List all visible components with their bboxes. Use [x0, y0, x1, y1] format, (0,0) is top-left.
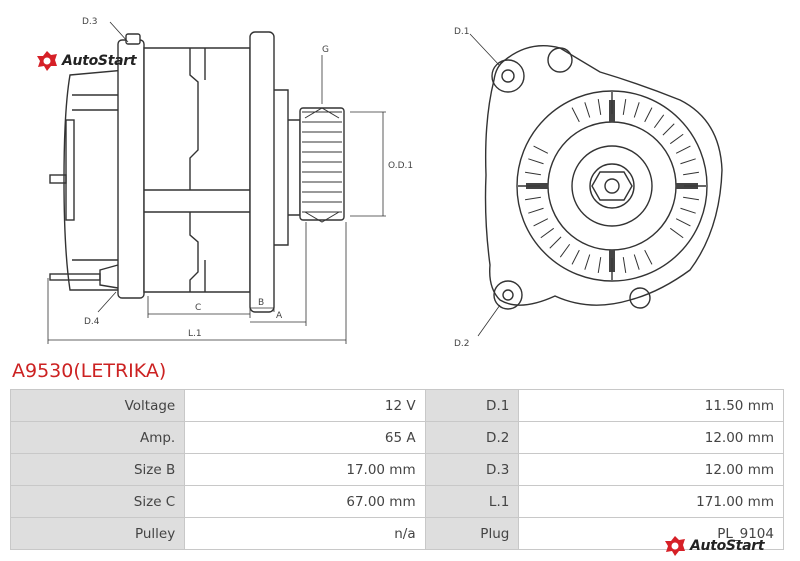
- front-view: [484, 45, 723, 310]
- label-d4: D.4: [84, 317, 100, 327]
- label-l1: L.1: [188, 329, 202, 339]
- label-od1: O.D.1: [388, 161, 413, 171]
- cooling-slot: [533, 218, 549, 227]
- table-row: Amp. 65 A D.2 12.00 mm: [9, 421, 784, 454]
- spec-value: 12.00 mm: [518, 421, 784, 454]
- cooling-slot: [525, 171, 541, 176]
- cooling-slot: [669, 133, 684, 145]
- cooling-slots: [524, 98, 700, 274]
- spec-value: 65 A: [184, 421, 426, 454]
- spec-label: Voltage: [9, 389, 186, 422]
- brand-logo-text: AutoStart: [690, 538, 765, 554]
- cooling-slot: [662, 123, 675, 136]
- brand-logo-text: AutoStart: [62, 53, 137, 69]
- cooling-slot: [584, 102, 591, 118]
- spec-label: Amp.: [9, 421, 186, 454]
- cooling-slot: [533, 145, 549, 154]
- spec-value: 17.00 mm: [184, 453, 426, 486]
- cooling-slot: [584, 254, 591, 270]
- spec-label: L.1: [424, 485, 520, 518]
- cooling-slot: [597, 257, 602, 273]
- table-row: Voltage 12 V D.1 11.50 mm: [9, 389, 784, 422]
- spec-label: D.3: [424, 453, 520, 486]
- spec-label: Size C: [9, 485, 186, 518]
- spec-label: Plug: [424, 517, 520, 550]
- table-row: Size B 17.00 mm D.3 12.00 mm: [9, 453, 784, 486]
- cooling-slot: [633, 254, 640, 270]
- label-b: B: [258, 298, 264, 308]
- autostart-logo-icon: [37, 51, 57, 71]
- label-d3: D.3: [82, 17, 98, 27]
- table-row: Size C 67.00 mm L.1 171.00 mm: [9, 485, 784, 518]
- cooling-slot: [622, 257, 627, 273]
- cooling-slot: [644, 107, 653, 123]
- dimension-lines: [47, 21, 386, 344]
- spec-value: n/a: [184, 517, 426, 550]
- brand-logo-top: AutoStart: [36, 50, 137, 72]
- label-g: G: [322, 45, 329, 55]
- cooling-slot: [675, 218, 691, 227]
- spec-value: 11.50 mm: [518, 389, 784, 422]
- spec-value: 171.00 mm: [518, 485, 784, 518]
- label-c: C: [195, 303, 201, 313]
- cooling-slot: [528, 207, 544, 214]
- cooling-slot: [669, 227, 684, 239]
- cooling-slot: [683, 196, 699, 201]
- label-a: A: [276, 311, 283, 321]
- front-view-labels: D.1 D.2: [454, 27, 470, 349]
- cooling-slot: [653, 114, 665, 129]
- cooling-slot: [680, 158, 696, 165]
- spec-value: 12 V: [184, 389, 426, 422]
- spec-table: Voltage 12 V D.1 11.50 mm Amp. 65 A D.2 …: [9, 389, 784, 550]
- label-d2: D.2: [454, 339, 470, 349]
- table-row: Pulley n/a Plug PL_9104: [9, 517, 784, 550]
- cooling-slot: [525, 196, 541, 201]
- cooling-slot: [549, 236, 562, 249]
- cooling-slot: [528, 158, 544, 165]
- cooling-slot: [683, 171, 699, 176]
- side-view-labels: D.3 G O.D.1 D.4 C B A L.1: [82, 17, 413, 339]
- cooling-slot: [675, 145, 691, 154]
- spec-label: D.2: [424, 421, 520, 454]
- spec-label: Pulley: [9, 517, 186, 550]
- cooling-slot: [644, 249, 653, 265]
- cooling-slot: [633, 102, 640, 118]
- alternator-drawing: D.3 G O.D.1 D.4 C B A L.1 D.1 D.2: [47, 17, 723, 349]
- side-view: [49, 31, 345, 313]
- spec-value: PL_9104: [518, 517, 784, 550]
- brand-logo-bottom: AutoStart: [664, 535, 765, 557]
- cooling-slot: [571, 249, 580, 265]
- product-title: A9530(LETRIKA): [12, 360, 167, 382]
- autostart-logo-icon: [665, 536, 685, 556]
- spec-value: 67.00 mm: [184, 485, 426, 518]
- cooling-slot: [559, 243, 571, 258]
- spec-label: D.1: [424, 389, 520, 422]
- label-d1: D.1: [454, 27, 470, 37]
- spec-value: 12.00 mm: [518, 453, 784, 486]
- cooling-slot: [680, 207, 696, 214]
- cooling-slot: [540, 227, 555, 239]
- cooling-slot: [622, 99, 627, 115]
- cooling-slot: [597, 99, 602, 115]
- cooling-slot: [571, 107, 580, 123]
- spec-label: Size B: [9, 453, 186, 486]
